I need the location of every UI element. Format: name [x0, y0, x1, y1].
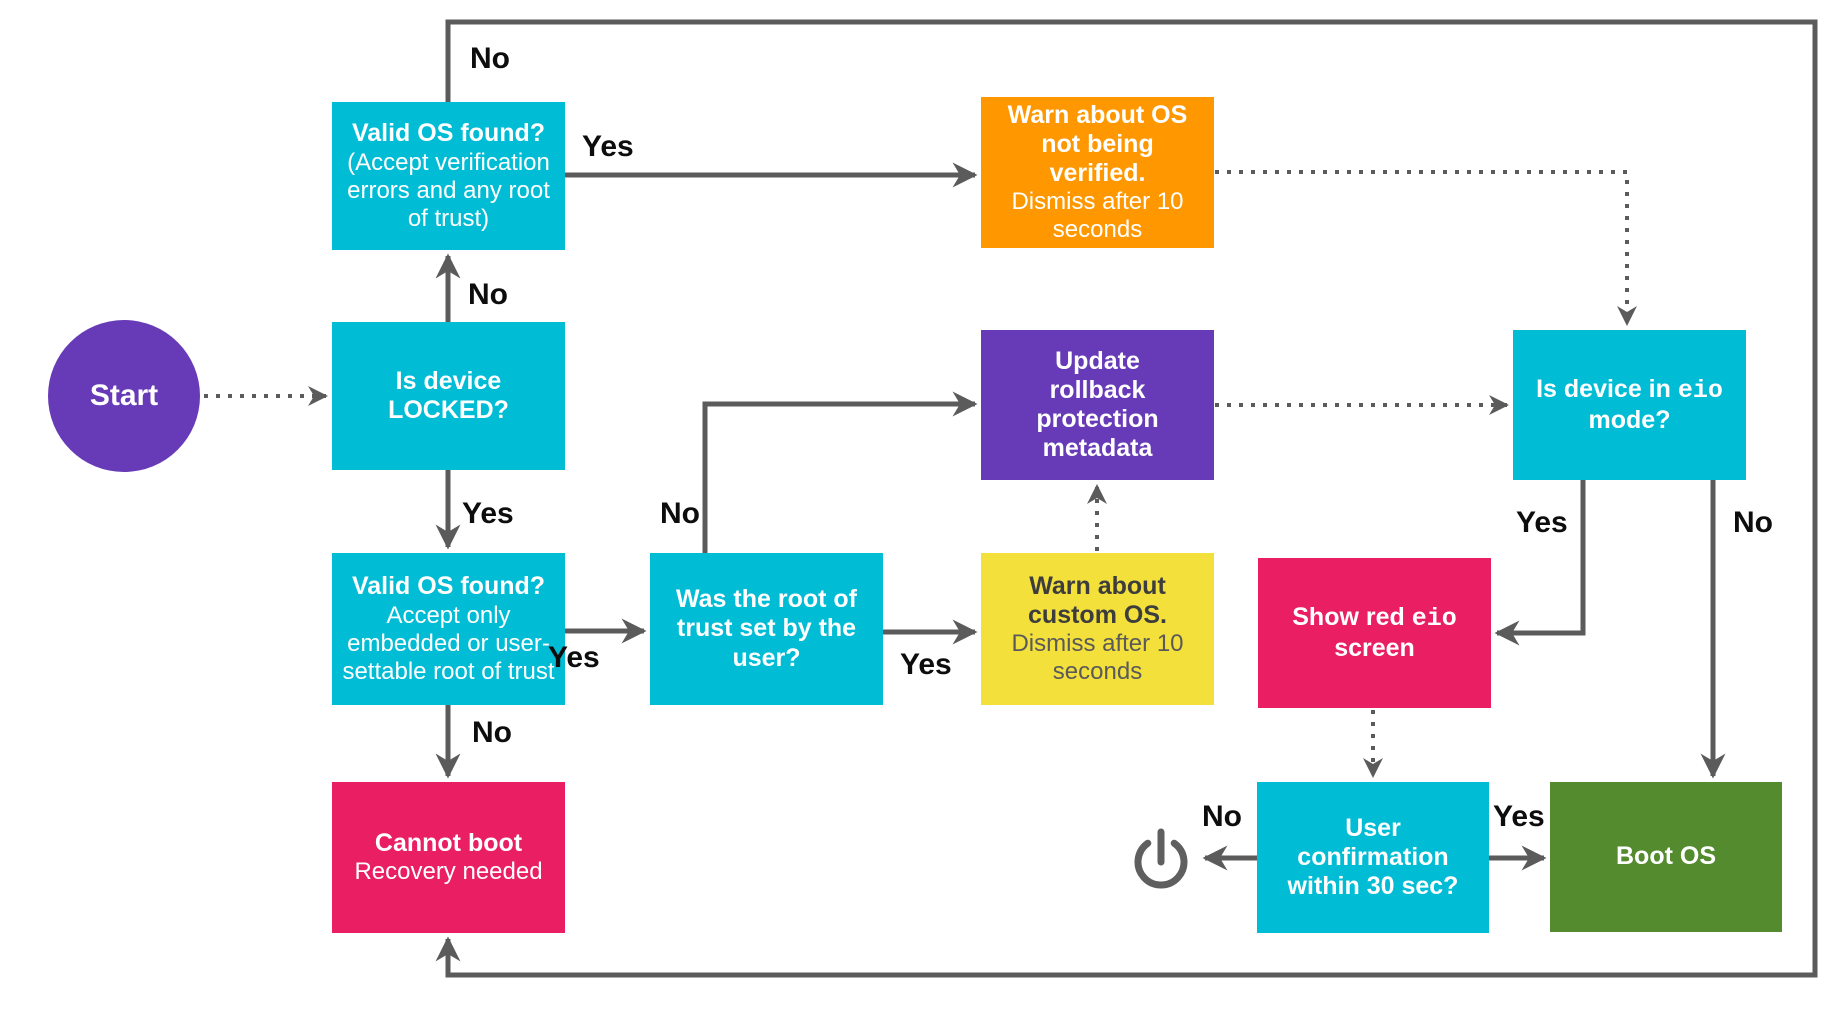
node-cannot-boot-title: Cannot boot	[374, 828, 523, 857]
edge-label-confirm-yes: Yes	[1493, 800, 1545, 833]
node-show-red-eio-title: Show red eio screen	[1268, 603, 1481, 663]
node-show-red-eio-suffix: screen	[1334, 633, 1415, 662]
node-cannot-boot-subtitle: Recovery needed	[354, 858, 543, 886]
node-show-red-eio: Show red eio screen	[1258, 558, 1491, 708]
node-warn-not-verified-subtitle: Dismiss after 10 seconds	[1011, 188, 1184, 244]
node-warn-not-verified: Warn about OS not being verified. Dismis…	[981, 97, 1214, 248]
node-is-device-locked-title: Is device LOCKED?	[388, 366, 509, 424]
edge-label-top-no: No	[470, 42, 510, 75]
edge-label-top-yes: Yes	[582, 130, 634, 163]
edge-label-valid-bottom-yes: Yes	[548, 641, 600, 674]
edge-label-valid-bottom-no: No	[472, 716, 512, 749]
node-boot-os-title: Boot OS	[1616, 842, 1716, 871]
edge-eio-yes	[1494, 480, 1586, 646]
edge-label-locked-no: No	[468, 278, 508, 311]
edge-label-root-yes: Yes	[900, 648, 952, 681]
edge-label-locked-yes: Yes	[462, 497, 514, 530]
node-root-of-trust-title: Was the root of trust set by the user?	[675, 585, 857, 672]
node-is-device-locked: Is device LOCKED?	[332, 322, 565, 470]
edge-label-root-no: No	[660, 497, 700, 530]
power-icon	[1134, 828, 1188, 889]
node-eio-mode: Is device in eio mode?	[1513, 330, 1746, 480]
node-valid-os-embedded: Valid OS found? Accept only embedded or …	[332, 553, 565, 705]
node-valid-os-any: Valid OS found? (Accept verification err…	[332, 102, 565, 250]
edge-label-eio-no: No	[1733, 506, 1773, 539]
node-update-rollback-title: Update rollback protection metadata	[1036, 346, 1159, 463]
node-update-rollback: Update rollback protection metadata	[981, 330, 1214, 480]
node-valid-os-any-title: Valid OS found?	[351, 119, 546, 148]
edge-validtop-no-loop	[435, 19, 1818, 978]
node-root-of-trust: Was the root of trust set by the user?	[650, 553, 883, 705]
node-user-confirmation: User confirmation within 30 sec?	[1257, 782, 1489, 933]
node-cannot-boot: Cannot boot Recovery needed	[332, 782, 565, 933]
node-warn-custom-os-subtitle: Dismiss after 10 seconds	[1011, 630, 1184, 686]
node-eio-mode-suffix: mode?	[1588, 405, 1671, 434]
node-eio-mode-code: eio	[1677, 376, 1723, 406]
node-warn-custom-os: Warn about custom OS. Dismiss after 10 s…	[981, 553, 1214, 705]
node-show-red-eio-code: eio	[1411, 604, 1457, 634]
node-start: Start	[48, 320, 200, 472]
node-start-label: Start	[89, 379, 159, 413]
edge-label-confirm-no: No	[1202, 800, 1242, 833]
node-eio-mode-prefix: Is device in	[1536, 375, 1678, 404]
node-warn-custom-os-title: Warn about custom OS.	[1028, 571, 1167, 629]
node-show-red-eio-prefix: Show red	[1292, 603, 1412, 632]
edge-warn-to-eio	[1215, 170, 1637, 326]
edge-root-no	[702, 391, 978, 553]
node-boot-os: Boot OS	[1550, 782, 1782, 932]
node-warn-not-verified-title: Warn about OS not being verified.	[1007, 100, 1188, 188]
node-valid-os-embedded-title: Valid OS found?	[351, 572, 546, 601]
node-user-confirmation-title: User confirmation within 30 sec?	[1287, 813, 1459, 901]
node-valid-os-any-subtitle: (Accept verification errors and any root…	[347, 148, 550, 232]
edge-label-eio-yes: Yes	[1516, 506, 1568, 539]
node-valid-os-embedded-subtitle: Accept only embedded or user-settable ro…	[342, 601, 555, 685]
node-eio-mode-title: Is device in eio mode?	[1523, 375, 1736, 435]
